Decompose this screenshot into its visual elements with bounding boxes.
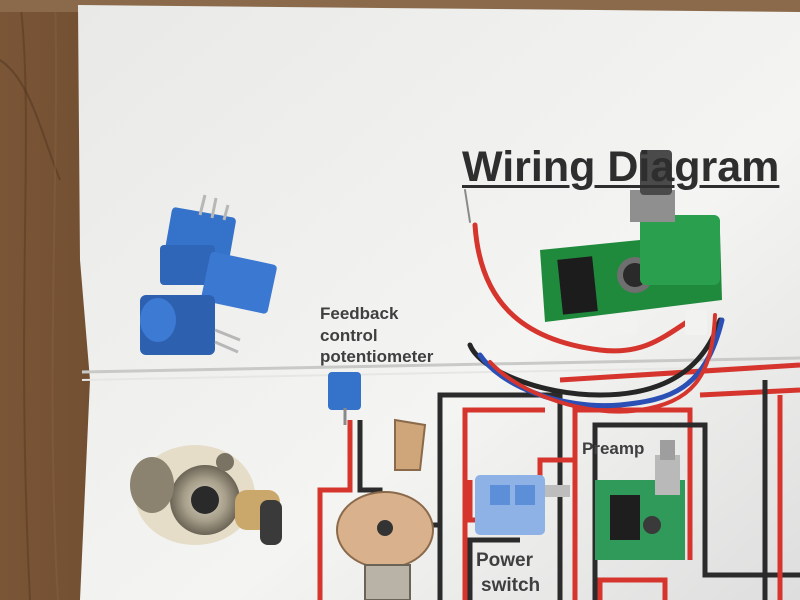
preamp-label: Preamp bbox=[582, 439, 645, 458]
printed-power-switch bbox=[475, 475, 570, 535]
wiring-diagram-title: Wiring Diagram bbox=[462, 143, 780, 191]
feedback-label-line-1: Feedback bbox=[320, 304, 399, 323]
paper-sheet bbox=[78, 5, 800, 600]
trimmer-potentiometers bbox=[140, 194, 277, 355]
power-switch-label-line-2: switch bbox=[481, 575, 541, 596]
feedback-label-line-2: control bbox=[320, 326, 378, 345]
printed-preamp-board bbox=[595, 440, 685, 560]
audio-jack bbox=[130, 445, 282, 545]
printed-audio-jack bbox=[336, 418, 434, 600]
wires bbox=[464, 189, 725, 414]
preamp-board bbox=[540, 150, 722, 335]
power-switch-label-line-1: Power bbox=[476, 550, 534, 571]
feedback-label-line-3: potentiometer bbox=[320, 347, 434, 366]
feedback-trimmer bbox=[328, 372, 361, 425]
